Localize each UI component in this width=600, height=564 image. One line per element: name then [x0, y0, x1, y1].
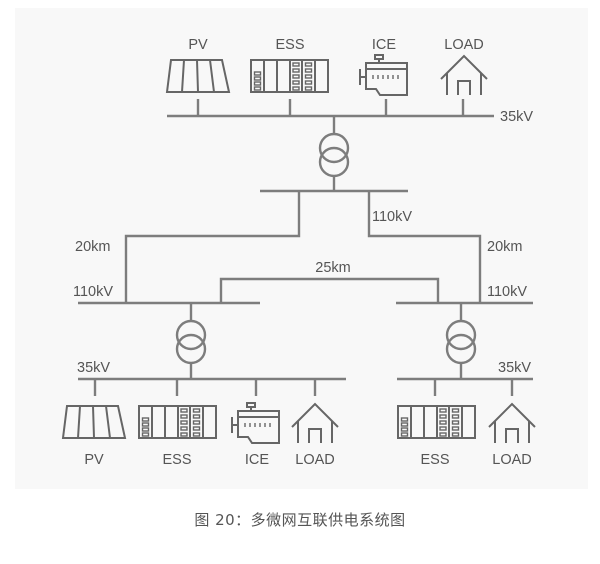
engine-icon: [359, 54, 408, 96]
left-ess-label: ESS: [162, 452, 191, 468]
house-icon: [488, 403, 536, 444]
solar-panel-icon: [62, 405, 126, 439]
right-microgrid: 110kV 35kV ESS LOAD: [396, 284, 536, 468]
battery-rack-icon: [397, 405, 476, 439]
top-load-label: LOAD: [444, 37, 484, 53]
left-20km-line: [124, 191, 301, 303]
left-pv-label: PV: [84, 452, 104, 468]
figure-caption: 图 20：多微网互联供电系统图: [194, 511, 406, 529]
right-transformer-icon: [445, 303, 477, 379]
left-hv-voltage-label: 110kV: [73, 284, 113, 300]
right-lv-voltage-label: 35kV: [498, 360, 531, 376]
tie-25km-line: [219, 277, 440, 303]
left-ice-label: ICE: [245, 452, 270, 468]
engine-icon: [231, 402, 280, 444]
top-pv-label: PV: [188, 37, 208, 53]
left-transformer-icon: [175, 303, 207, 379]
house-icon: [291, 403, 339, 444]
top-ice-label: ICE: [372, 37, 397, 53]
links: 20km 20km 25km: [75, 191, 522, 303]
solar-panel-icon: [166, 59, 230, 93]
right-ess-label: ESS: [420, 452, 449, 468]
main-transformer-icon: [318, 116, 350, 191]
right-load-label: LOAD: [492, 452, 532, 468]
right-20km-line: [367, 191, 482, 303]
left-microgrid: 110kV 35kV PV ESS ICE LOAD: [62, 284, 346, 468]
right-hv-voltage-label: 110kV: [487, 284, 527, 300]
right-distance-label: 20km: [487, 239, 522, 255]
left-lv-voltage-label: 35kV: [77, 360, 110, 376]
tie-distance-label: 25km: [315, 260, 350, 276]
battery-rack-icon: [250, 59, 329, 93]
house-icon: [440, 55, 488, 96]
left-load-label: LOAD: [295, 452, 335, 468]
top-ess-label: ESS: [275, 37, 304, 53]
top-group: PV ESS ICE LOAD 35kV 110kV: [166, 37, 533, 225]
left-distance-label: 20km: [75, 239, 110, 255]
battery-rack-icon: [138, 405, 217, 439]
hub-bus-voltage-label: 110kV: [372, 209, 412, 225]
top-bus-voltage-label: 35kV: [500, 109, 533, 125]
